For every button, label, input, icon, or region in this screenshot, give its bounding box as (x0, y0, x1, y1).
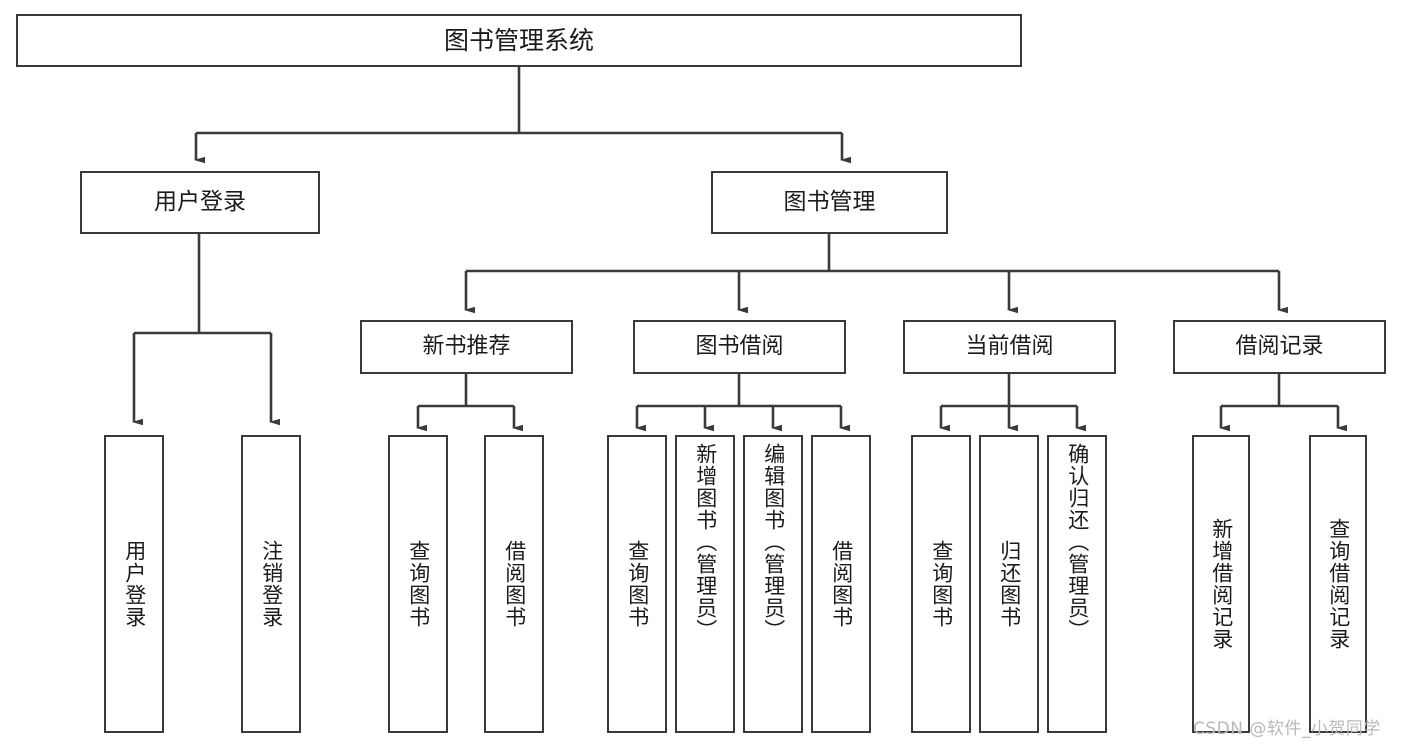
node-leaf-query-book-b[interactable]: 查询图书 (607, 435, 667, 733)
node-borrow-record-label: 借阅记录 (1235, 333, 1324, 359)
node-leaf-edit-book[interactable]: 编辑图书（管理员） (743, 435, 803, 733)
node-leaf-user-login[interactable]: 用户登录 (104, 435, 164, 733)
node-book-manage-label: 图书管理 (783, 188, 876, 215)
node-user-login[interactable]: 用户登录 (80, 171, 320, 234)
node-leaf-query-record-label: 查询借阅记录 (1326, 518, 1351, 650)
node-leaf-query-record[interactable]: 查询借阅记录 (1309, 435, 1367, 733)
node-root-label: 图书管理系统 (443, 25, 594, 55)
node-leaf-return-book-label: 归还图书 (997, 540, 1022, 628)
node-leaf-add-record[interactable]: 新增借阅记录 (1192, 435, 1250, 733)
node-leaf-confirm-return-label: 确认归还（管理员） (1065, 443, 1090, 641)
node-leaf-borrow-book-a[interactable]: 借阅图书 (484, 435, 544, 733)
node-leaf-borrow-book-b[interactable]: 借阅图书 (811, 435, 871, 733)
node-leaf-query-book-a-label: 查询图书 (406, 540, 431, 628)
node-user-login-label: 用户登录 (154, 188, 246, 215)
node-book-borrow[interactable]: 图书借阅 (633, 320, 846, 374)
node-root[interactable]: 图书管理系统 (16, 14, 1022, 67)
node-book-manage[interactable]: 图书管理 (711, 171, 948, 234)
node-leaf-add-book-label: 新增图书（管理员） (693, 443, 718, 641)
node-leaf-user-login-label: 用户登录 (122, 540, 147, 628)
node-leaf-return-book[interactable]: 归还图书 (979, 435, 1039, 733)
node-leaf-confirm-return[interactable]: 确认归还（管理员） (1047, 435, 1107, 733)
node-leaf-add-record-label: 新增借阅记录 (1209, 518, 1234, 650)
node-leaf-borrow-book-a-label: 借阅图书 (502, 540, 527, 628)
node-leaf-logout[interactable]: 注销登录 (241, 435, 301, 733)
node-current-borrow-label: 当前借阅 (965, 333, 1054, 359)
node-leaf-query-book-b-label: 查询图书 (625, 540, 650, 628)
node-new-book-rec-label: 新书推荐 (422, 333, 511, 359)
node-leaf-logout-label: 注销登录 (259, 540, 284, 628)
node-leaf-edit-book-label: 编辑图书（管理员） (761, 443, 786, 641)
node-leaf-query-book-c[interactable]: 查询图书 (911, 435, 971, 733)
node-leaf-query-book-c-label: 查询图书 (929, 540, 954, 628)
node-current-borrow[interactable]: 当前借阅 (903, 320, 1116, 374)
node-leaf-add-book[interactable]: 新增图书（管理员） (675, 435, 735, 733)
node-book-borrow-label: 图书借阅 (695, 333, 784, 359)
node-new-book-rec[interactable]: 新书推荐 (360, 320, 573, 374)
node-borrow-record[interactable]: 借阅记录 (1173, 320, 1386, 374)
node-leaf-borrow-book-b-label: 借阅图书 (829, 540, 854, 628)
node-leaf-query-book-a[interactable]: 查询图书 (388, 435, 448, 733)
